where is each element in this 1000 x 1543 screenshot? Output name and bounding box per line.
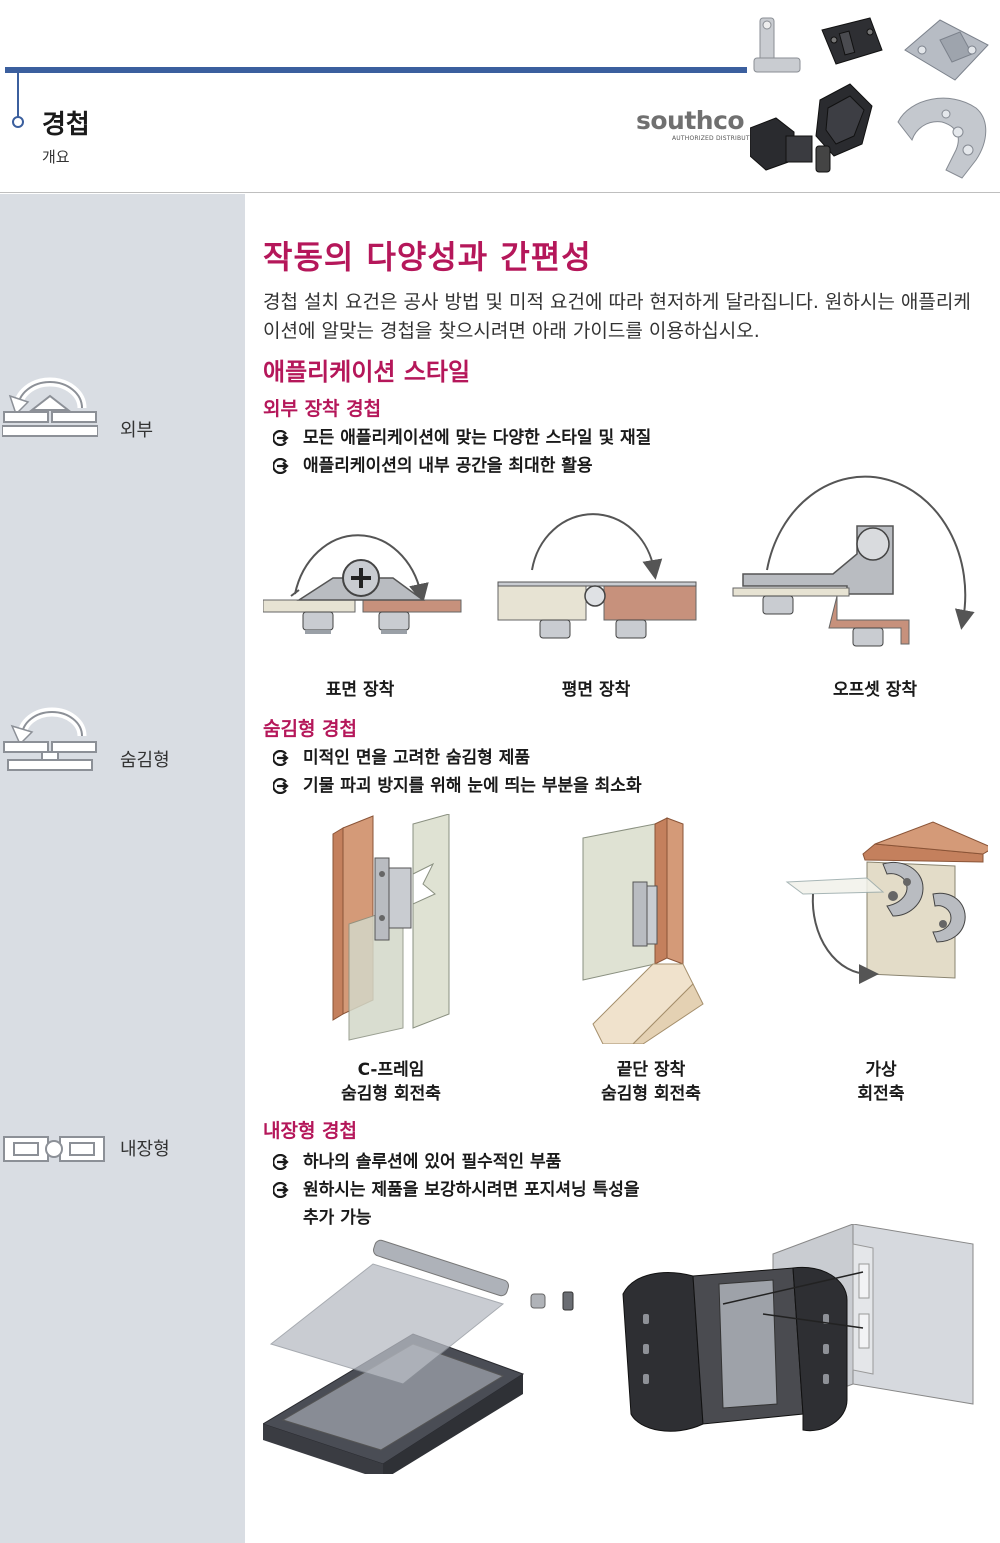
- arrow-bullet-icon: [273, 750, 289, 766]
- caption-c-frame: C-프레임 숨김형 회전축: [341, 1058, 441, 1106]
- external-bullet-list: 모든 애플리케이션에 맞는 다양한 스타일 및 재질 애플리케이션의 내부 공간…: [273, 424, 651, 480]
- page-header: 경첩 개요 southco AUTHORIZED DISTRIBUTOR: [0, 0, 1000, 193]
- list-item: 미적인 면을 고려한 숨김형 제품: [273, 744, 642, 772]
- caption-line: 가상: [865, 1060, 897, 1080]
- integrated-hinge-illustrations: [263, 1224, 974, 1474]
- arrow-bullet-icon: [273, 458, 289, 474]
- page-title: 경첩: [42, 110, 90, 140]
- caption-line: 숨김형 회전축: [341, 1084, 441, 1104]
- virtual-pivot-illustration: [785, 821, 988, 985]
- application-style-heading: 애플리케이션 스타일: [263, 358, 471, 386]
- list-item: 추가 가능: [273, 1204, 639, 1232]
- offset-mount-diagram: [732, 475, 975, 647]
- caption-edge-mount: 끝단 장착 숨김형 회전축: [601, 1058, 701, 1106]
- header-connector: [17, 73, 19, 118]
- c-frame-illustration: [332, 814, 450, 1041]
- concealed-bullet-list: 미적인 면을 고려한 숨김형 제품 기물 파괴 방지를 위해 눈에 띄는 부분을…: [273, 744, 642, 800]
- arrow-bullet-icon: [273, 430, 289, 446]
- caption-line: 숨김형 회전축: [601, 1084, 701, 1104]
- southco-logo: southco AUTHORIZED DISTRIBUTOR: [636, 106, 759, 142]
- list-item: 기물 파괴 방지를 위해 눈에 띄는 부분을 최소화: [273, 772, 642, 800]
- logo-tagline: AUTHORIZED DISTRIBUTOR: [672, 135, 760, 142]
- caption-surface-mount: 표면 장착: [325, 680, 395, 700]
- external-hinge-icon: [2, 377, 98, 437]
- bullet-text: 기물 파괴 방지를 위해 눈에 띄는 부분을 최소화: [303, 776, 642, 796]
- external-mount-diagrams: [263, 475, 975, 647]
- sidebar-label-external: 외부: [120, 420, 154, 441]
- logo-wordmark: southco: [636, 106, 745, 135]
- integrated-hinge-closeup: [622, 1224, 974, 1432]
- caption-line: 끝단 장착: [616, 1060, 686, 1080]
- concealed-hinge-heading: 숨김형 경첩: [263, 718, 358, 740]
- caption-line: 회전축: [857, 1084, 905, 1104]
- bullet-text: 애플리케이션의 내부 공간을 최대한 활용: [303, 456, 593, 476]
- page-heading: 작동의 다양성과 간편성: [263, 238, 592, 276]
- header-rule: [5, 67, 747, 73]
- list-item: 애플리케이션의 내부 공간을 최대한 활용: [273, 452, 651, 480]
- arrow-bullet-icon: [273, 778, 289, 794]
- bullet-text: 추가 가능: [303, 1208, 372, 1228]
- integrated-hinge-icon: [3, 1136, 105, 1162]
- list-item: 모든 애플리케이션에 맞는 다양한 스타일 및 재질: [273, 424, 651, 452]
- integrated-bullet-list: 하나의 솔루션에 있어 필수적인 부품 원하시는 제품을 보강하시려면 포지셔닝…: [273, 1148, 639, 1232]
- header-bullet-dot: [12, 116, 24, 128]
- enclosure-illustration: [263, 1239, 574, 1474]
- list-item: 원하시는 제품을 보강하시려면 포지셔닝 특성을: [273, 1176, 639, 1204]
- intro-paragraph: 경첩 설치 요건은 공사 방법 및 미적 요건에 따라 현저하게 달라집니다. …: [263, 291, 971, 342]
- page-subtitle: 개요: [42, 148, 70, 166]
- concealed-hinge-illustrations: [332, 814, 988, 1044]
- caption-virtual-pivot: 가상 회전축: [858, 1058, 905, 1106]
- bullet-text: 모든 애플리케이션에 맞는 다양한 스타일 및 재질: [303, 428, 652, 448]
- arrow-bullet-icon: [273, 1182, 289, 1198]
- caption-line: C-프레임: [357, 1060, 425, 1080]
- caption-offset-mount: 오프셋 장착: [832, 680, 918, 700]
- flush-mount-diagram: [497, 513, 697, 639]
- bullet-text: 미적인 면을 고려한 숨김형 제품: [303, 748, 530, 768]
- list-item: 하나의 솔루션에 있어 필수적인 부품: [273, 1148, 639, 1176]
- sidebar-label-integrated: 내장형: [120, 1139, 170, 1160]
- bullet-text: 원하시는 제품을 보강하시려면 포지셔닝 특성을: [303, 1180, 640, 1200]
- sidebar: 외부 숨김형 내장형: [0, 194, 245, 1543]
- external-hinge-heading: 외부 장착 경첩: [263, 398, 382, 420]
- bullet-text: 하나의 솔루션에 있어 필수적인 부품: [303, 1152, 562, 1172]
- caption-flush-mount: 평면 장착: [561, 680, 631, 700]
- edge-mount-illustration: [582, 817, 704, 1044]
- concealed-hinge-icon: [3, 707, 97, 771]
- arrow-bullet-icon: [273, 1154, 289, 1170]
- surface-mount-diagram: [263, 534, 462, 634]
- integrated-hinge-heading: 내장형 경첩: [263, 1120, 358, 1142]
- sidebar-label-concealed: 숨김형: [120, 750, 170, 771]
- hinge-products-image: [750, 17, 989, 179]
